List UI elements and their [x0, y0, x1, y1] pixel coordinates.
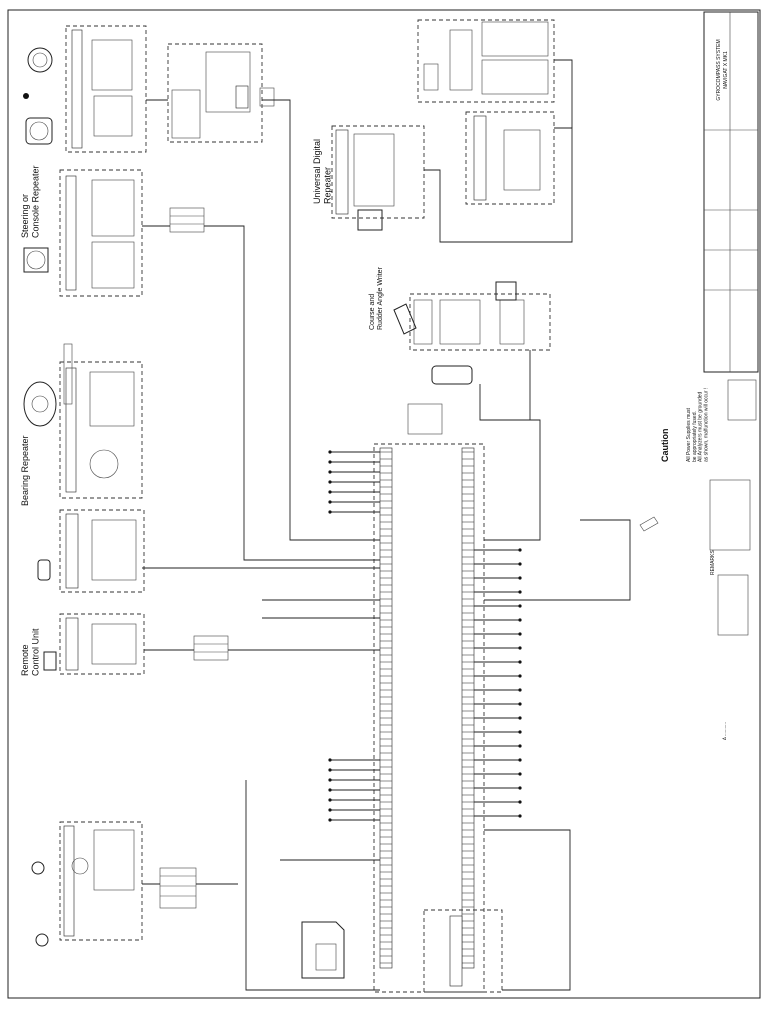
caution-text: All Power Supplies mustbe appropriately …	[686, 388, 709, 462]
bottom-terminal-unit	[423, 909, 503, 993]
harness-bottom-left	[159, 867, 197, 909]
cabinet-symbol	[301, 921, 345, 979]
bearing-repeater-label: Bearing Repeater	[20, 435, 30, 506]
course-writer-unit: Course andRudder Angle Writer	[369, 266, 551, 351]
main-terminal-block	[373, 443, 485, 993]
bearing-repeater-unit: Bearing Repeater	[20, 343, 143, 506]
top-center-unit	[167, 43, 275, 143]
caution-note: Caution All Power Supplies mustbe approp…	[639, 388, 709, 532]
bottom-left-unit	[31, 821, 143, 947]
plug-connector	[407, 365, 473, 435]
output-wire-stubs	[474, 548, 522, 818]
remarks-title: REMARKS	[710, 550, 716, 575]
steering-repeater-unit: Steering orConsole Repeater	[20, 165, 143, 297]
universal-repeater-label: Universal DigitalRepeater	[312, 139, 332, 204]
ferrite-steering	[169, 207, 205, 233]
course-writer-label: Course andRudder Angle Writer	[369, 266, 384, 330]
steering-repeater-label: Steering orConsole Repeater	[20, 165, 40, 238]
interface-unit	[37, 509, 145, 593]
distribution-block	[465, 111, 555, 205]
remote-control-unit: RemoteControl Unit	[20, 613, 145, 676]
system-title: GYROCOMPASS SYSTEMNAVIGAT X MK1	[716, 39, 729, 100]
title-block: GYROCOMPASS SYSTEMNAVIGAT X MK1	[703, 11, 759, 551]
top-left-unit	[23, 25, 147, 153]
wiring	[142, 59, 631, 991]
external-dimmer-unit	[417, 19, 555, 103]
ferrite-remote	[193, 635, 229, 661]
remarks: REMARKS Δ ...........	[710, 550, 749, 740]
remote-control-label: RemoteControl Unit	[20, 628, 40, 676]
caution-title: Caution	[660, 429, 670, 463]
universal-repeater-unit: Universal DigitalRepeater	[312, 125, 425, 231]
sheet-frame	[7, 9, 761, 999]
input-wire-stubs	[328, 450, 380, 822]
svg-text:Δ ...........: Δ ...........	[722, 722, 727, 740]
